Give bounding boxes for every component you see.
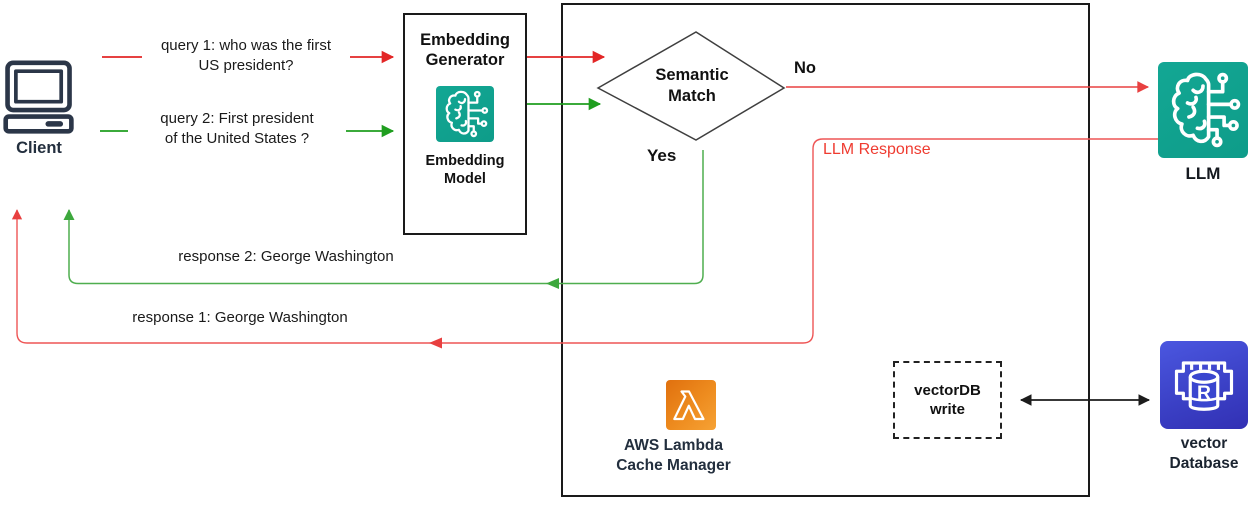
llm-label: LLM — [1185, 164, 1221, 183]
llm-response-label: LLM Response — [823, 141, 931, 158]
yes-response-mid-arrowhead — [546, 278, 559, 289]
vector-database-icon: R — [1160, 341, 1248, 429]
no-branch-label: No — [794, 59, 816, 77]
aws-lambda-label: AWS Lambda Cache Manager — [616, 437, 731, 474]
client-label: Client — [16, 139, 62, 157]
vectordb-write-box: vectorDB write — [893, 361, 1002, 439]
llm-response-mid-arrowhead — [429, 337, 442, 349]
query2-text: query 2: First president of the United S… — [128, 109, 346, 148]
aws-lambda-icon — [666, 380, 716, 430]
embedding-model-icon — [436, 86, 494, 142]
embedding-generator-title: Embedding Generator — [420, 31, 510, 69]
vector-database-label: vector Database — [1169, 435, 1239, 472]
embedding-generator-box: Embedding Generator Embedding Model — [403, 13, 527, 235]
query1-text: query 1: who was the first US president? — [142, 36, 350, 75]
embedding-model-label: Embedding Model — [425, 153, 505, 187]
client-computer-icon — [3, 60, 74, 134]
response1-text: response 1: George Washington — [132, 309, 348, 326]
yes-branch-label: Yes — [647, 146, 677, 165]
semantic-match-label: Semantic Match — [655, 66, 729, 105]
llm-icon — [1158, 62, 1248, 158]
vector-database-icon-letter: R — [1197, 383, 1211, 404]
response2-text: response 2: George Washington — [178, 248, 394, 265]
